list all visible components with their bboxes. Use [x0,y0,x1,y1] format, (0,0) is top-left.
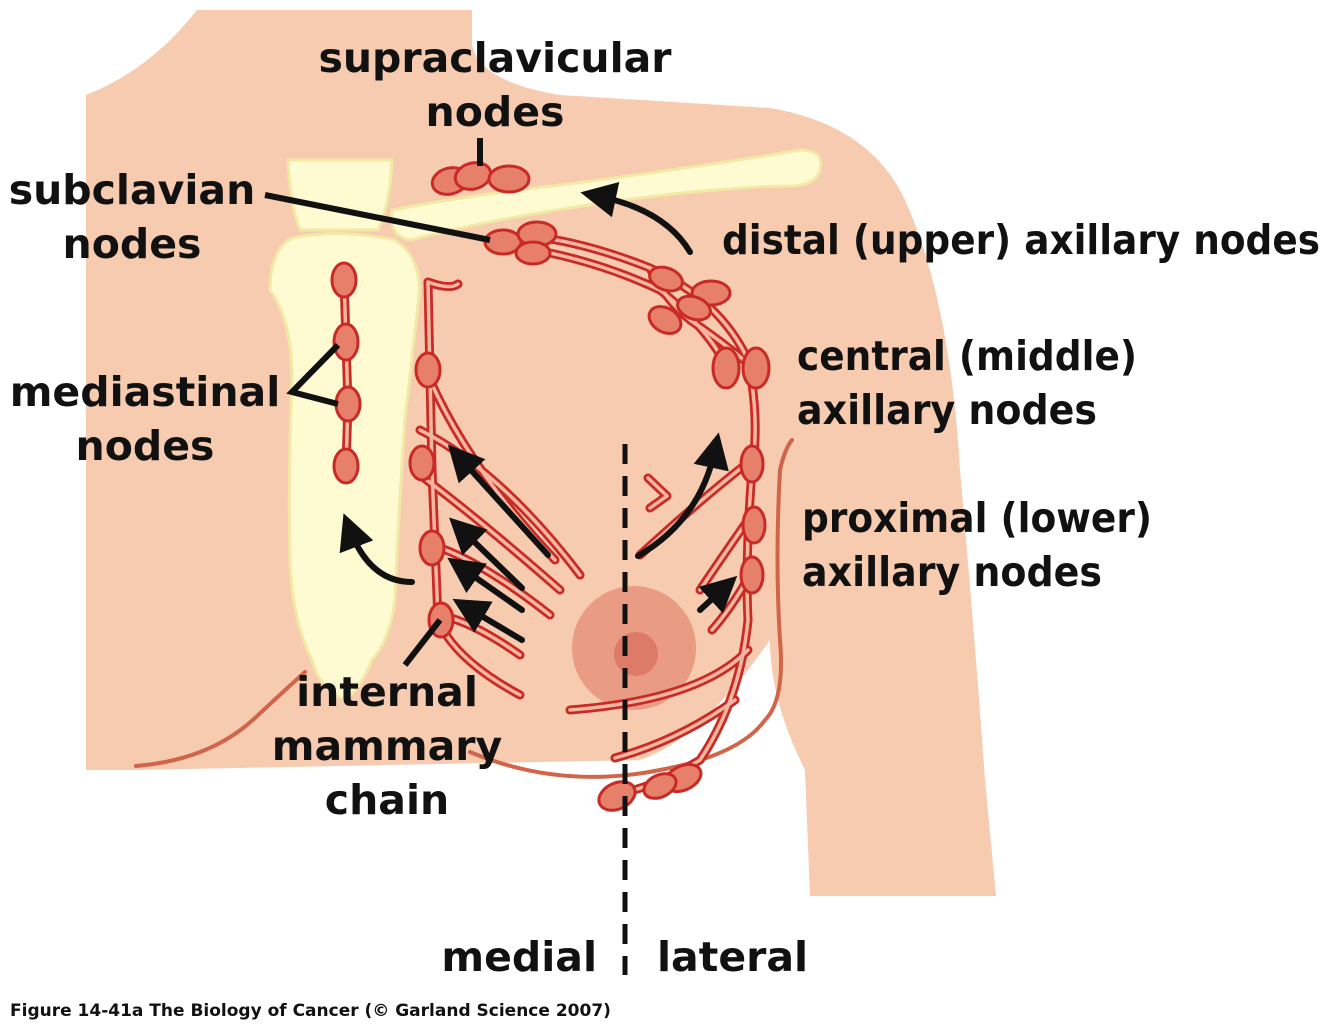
internal-mammary-node-group [408,351,455,639]
central-axillary-label-line2: axillary nodes [797,386,1097,434]
lymph-node [334,385,362,423]
lymph-node [739,444,765,484]
lymph-node [647,305,683,335]
lymph-node [597,780,637,812]
subclavian-label-line2: nodes [63,220,202,268]
lymph-node [453,161,493,191]
distal-drainage-arrow [580,182,693,255]
right-breast-fold [468,438,794,779]
lymph-node [676,294,712,322]
supraclavicular-label-line2: nodes [426,88,565,136]
lymph-node [330,261,358,299]
figure-caption: Figure 14-41a The Biology of Cancer (© G… [10,1001,611,1021]
lymph-node [741,346,771,390]
mediastinal-leader [286,342,341,407]
mediastinal-node-group [330,261,362,485]
axillary-drainage-arrow-2 [697,575,738,614]
proximal-axillary-label-line2: axillary nodes [802,548,1102,596]
lymph-node [414,351,442,389]
subclavian-node-group [483,220,558,266]
distal-axillary-node-group [647,265,732,335]
central-axillary-label-line1: central (middle) [797,332,1137,380]
torso-silhouette [86,10,996,896]
lymph-node [408,444,436,482]
lymph-node [711,346,741,390]
internal-mammary-leader [402,618,443,667]
internal-drainage-arrow-2 [449,517,525,591]
proximal-axillary-node-group [739,444,767,595]
mediastinal-label-line1: mediastinal [10,368,281,416]
proximal-axillary-label-line1: proximal (lower) [802,494,1152,542]
lymph-node [487,164,531,194]
mediastinal-label-line2: nodes [76,422,215,470]
internal-mammary-label-line1: internal [296,668,478,716]
lymph-node [514,240,552,266]
lymph-node [648,265,684,293]
small-lymph-vessel-fragment [643,473,672,513]
internal-mammary-label-line2: mammary [272,722,502,770]
lymph-node [418,529,446,567]
subclavian-leader [264,192,491,243]
lymph-node [741,505,767,545]
left-breast-fold [134,670,307,768]
internal-drainage-arrow-1 [447,444,551,558]
distal-axillary-label: distal (upper) axillary nodes [722,216,1320,264]
internal-mammary-label-line3: chain [325,776,449,824]
mediastinal-chain [339,273,353,471]
lower-axillary-node-group [597,762,703,812]
lateral-label: lateral [657,933,808,981]
medial-label: medial [441,933,597,981]
nipple [614,632,658,676]
lymph-node [332,322,360,362]
lymph-node [739,555,765,595]
subclavian-label-line1: subclavian [9,166,256,214]
lymph-node [332,447,360,485]
mediastinal-drainage-arrow [339,513,415,585]
central-axillary-node-group [711,346,771,390]
internal-drainage-arrow-4 [452,598,525,643]
supraclavicular-label-line1: supraclavicular [318,34,672,82]
internal-drainage-arrow-3 [447,557,525,613]
supraclavicular-node-group [430,161,531,196]
axillary-drainage-arrow-1 [635,432,729,559]
lymph-node [642,772,678,800]
